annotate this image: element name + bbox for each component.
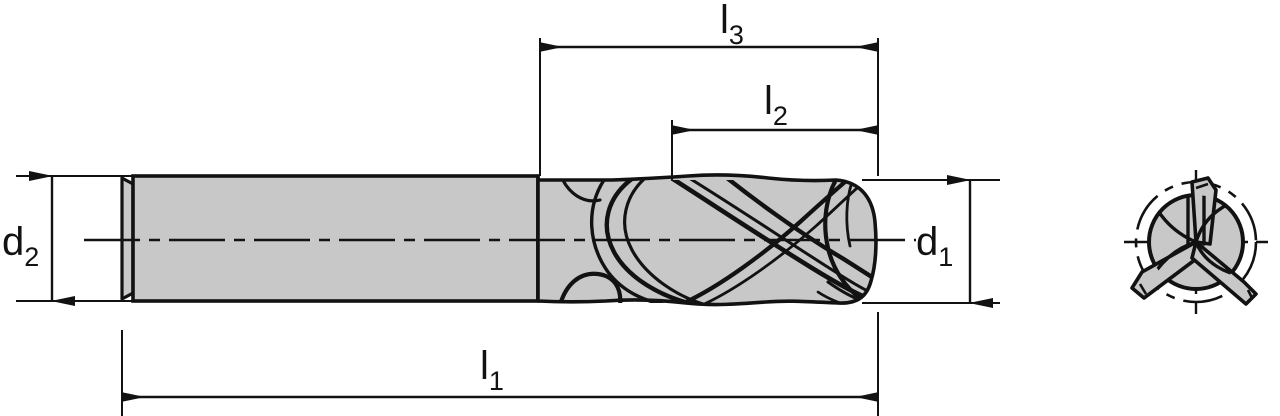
end-cutting-edge <box>823 180 865 303</box>
dimension-lines <box>29 42 993 402</box>
dim-label-l3-symbol: l <box>720 0 729 42</box>
end-view-tooth-facets <box>1138 182 1254 299</box>
end-view-gash-group <box>1149 195 1243 289</box>
dim-label-d2: d2 <box>2 220 39 272</box>
shank-body <box>120 174 540 303</box>
dim-label-d1: d1 <box>916 220 953 272</box>
end-view-facet-3 <box>1246 289 1254 299</box>
flute-groove-lower <box>557 271 623 303</box>
flute-edge-1 <box>623 180 708 303</box>
dim-label-l1-subscript: 1 <box>489 366 504 396</box>
dim-label-d1-symbol: d <box>916 220 938 264</box>
end-view-facet-2 <box>1138 283 1148 295</box>
dim-label-l2: l2 <box>764 79 788 131</box>
dim-label-d2-subscript: 2 <box>24 242 39 272</box>
dim-label-l2-symbol: l <box>764 79 773 123</box>
flute-detail-group <box>557 180 876 303</box>
end-view-gash-3 <box>1194 240 1243 278</box>
end-view-gash-1 <box>1194 196 1243 244</box>
end-view-facet-1 <box>1195 182 1209 190</box>
flute-land-edge-1b <box>674 180 876 298</box>
end-corner-facet <box>845 180 854 248</box>
dim-label-l1: l1 <box>480 344 504 396</box>
chip-channel-1 <box>589 180 692 303</box>
dim-label-l1-symbol: l <box>480 344 489 388</box>
dim-label-l3-subscript: 3 <box>729 20 744 50</box>
dim-label-l3: l3 <box>720 0 744 50</box>
dim-label-l2-subscript: 2 <box>773 101 788 131</box>
end-view-group <box>1124 170 1272 318</box>
dim-label-d1-subscript: 1 <box>938 242 953 272</box>
flute-land-edge-3 <box>683 180 855 303</box>
dim-label-d2-symbol: d <box>2 220 24 264</box>
flute-groove-1 <box>604 180 695 303</box>
shank-cylinder <box>131 174 540 303</box>
tip-gash-2 <box>816 290 862 303</box>
